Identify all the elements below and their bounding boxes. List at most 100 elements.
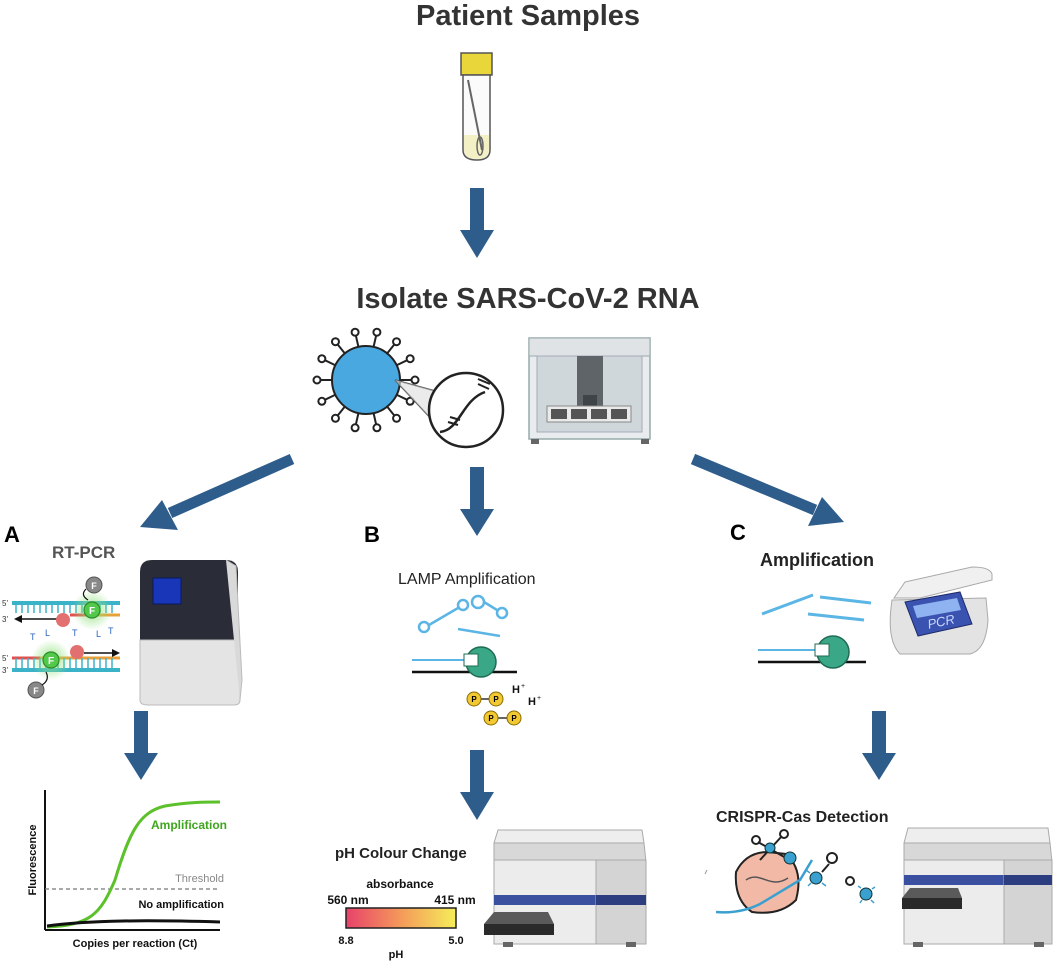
ph-colour-change-title: pH Colour Change [335, 845, 467, 862]
strand-label: 3' [2, 615, 8, 624]
svg-text:+: + [537, 695, 541, 702]
amplification-curve [46, 800, 221, 929]
cas-protein-icon [704, 829, 814, 914]
fluorophore-label: F [91, 581, 97, 591]
virus-spike-head [317, 396, 327, 406]
virus-spike [372, 412, 378, 426]
virus-spike-head [392, 413, 402, 423]
thermocycler-icon: PCR [889, 566, 993, 655]
ph-colour-scale: absorbance 560 nm 415 nm 8.8 5.0 pH [327, 877, 475, 961]
virus-spike [386, 343, 396, 355]
cas-amplicons [761, 593, 872, 622]
rna-icon [394, 371, 505, 449]
svg-text:T: T [30, 632, 36, 642]
arrow-down-b [460, 750, 494, 820]
proton-label: H [512, 684, 520, 696]
arrow-down-a [124, 711, 158, 780]
virus-spike-head [405, 354, 415, 364]
sample-tube-icon [460, 52, 493, 161]
lamp-dna-loops [417, 594, 509, 638]
panel-a-letter: A [4, 522, 20, 547]
virus-spike-head [372, 327, 382, 337]
ph-gradient-bar [345, 907, 457, 929]
svg-text:T: T [108, 626, 114, 636]
arrow-down-c [862, 711, 896, 780]
phosphate-icons: P P P P H + H + [466, 683, 541, 726]
nm-right-label: 415 nm [434, 893, 475, 907]
virus-spike-head [317, 354, 327, 364]
phosphate-label: P [488, 714, 494, 723]
arrow-diag-left [140, 453, 295, 530]
virus-spike [354, 334, 360, 348]
virus-spike [396, 359, 408, 367]
virus-spike [336, 405, 346, 417]
virus-spike [336, 343, 346, 355]
rtpcr-machine-icon [139, 559, 243, 706]
fluorophore-label: F [89, 606, 95, 617]
arrow-down-center [460, 467, 494, 536]
chart-xlabel: Copies per reaction (Ct) [73, 938, 198, 950]
virus-spike [372, 334, 378, 348]
nm-left-label: 560 nm [327, 893, 368, 907]
virus-spike-head [410, 375, 420, 385]
plate-reader-icon [484, 829, 647, 947]
arrow-diag-right [690, 453, 844, 526]
chart-ylabel: Fluorescence [27, 825, 39, 896]
fluorophore-label: F [33, 686, 39, 696]
virus-spike [324, 393, 336, 401]
isolate-rna-title: Isolate SARS-CoV-2 RNA [356, 283, 700, 315]
lamp-title: LAMP Amplification [398, 571, 536, 588]
virus-spike-head [405, 396, 415, 406]
no-amplification-label: No amplification [138, 899, 224, 911]
strand-label: 5' [2, 599, 8, 608]
virus-icon [312, 327, 420, 433]
virus-spike [386, 405, 396, 417]
flow-arrows [124, 188, 896, 820]
extraction-robot-icon [528, 337, 651, 444]
cas-polymerase [758, 635, 866, 669]
reporter-icons [805, 852, 876, 904]
fluorophore-label: F [48, 656, 54, 667]
phosphate-label: P [471, 695, 477, 704]
panel-c-letter: C [730, 520, 746, 545]
rtpcr-strand-diagram: 5' 3' 5' 3' F F T L T L T F [2, 576, 120, 699]
panel-b-letter: B [364, 522, 380, 547]
strand-label: 5' [2, 654, 8, 663]
strand-label: 3' [2, 666, 8, 675]
lamp-polymerase [412, 646, 517, 678]
amplification-chart: Fluorescence Copies per reaction (Ct) Am… [27, 790, 227, 950]
svg-text:L: L [96, 629, 101, 639]
amplification-title: Amplification [760, 550, 875, 570]
crispr-cas-title: CRISPR-Cas Detection [716, 809, 889, 826]
virus-spike-head [312, 375, 322, 385]
phosphate-label: P [493, 695, 499, 704]
patient-samples-title: Patient Samples [415, 0, 641, 32]
phosphate-label: P [511, 714, 517, 723]
no-amplification-curve [46, 919, 221, 928]
virus-spike-head [330, 413, 340, 423]
ph-left-label: 8.8 [338, 935, 353, 947]
svg-text:+: + [521, 683, 525, 690]
virus-spike [354, 412, 360, 426]
absorbance-label: absorbance [366, 877, 434, 891]
proton-label: H [528, 696, 536, 708]
arrow-down-1 [460, 188, 494, 258]
amplification-label: Amplification [151, 818, 227, 832]
virus-body [331, 345, 401, 415]
virus-spike-head [350, 423, 360, 433]
virus-spike-head [330, 337, 340, 347]
virus-spike-head [350, 327, 360, 337]
threshold-label: Threshold [175, 873, 224, 885]
virus-spike [396, 393, 408, 401]
plate-reader-icon-c [902, 827, 1053, 947]
ph-right-label: 5.0 [448, 935, 463, 947]
rt-pcr-title: RT-PCR [52, 543, 116, 562]
pcr-label: PCR [926, 611, 956, 631]
svg-text:T: T [72, 628, 78, 638]
svg-text:L: L [45, 628, 50, 638]
virus-spike-head [372, 423, 382, 433]
ph-axis-label: pH [389, 949, 404, 961]
virus-spike-head [392, 337, 402, 347]
virus-spike [324, 359, 336, 367]
